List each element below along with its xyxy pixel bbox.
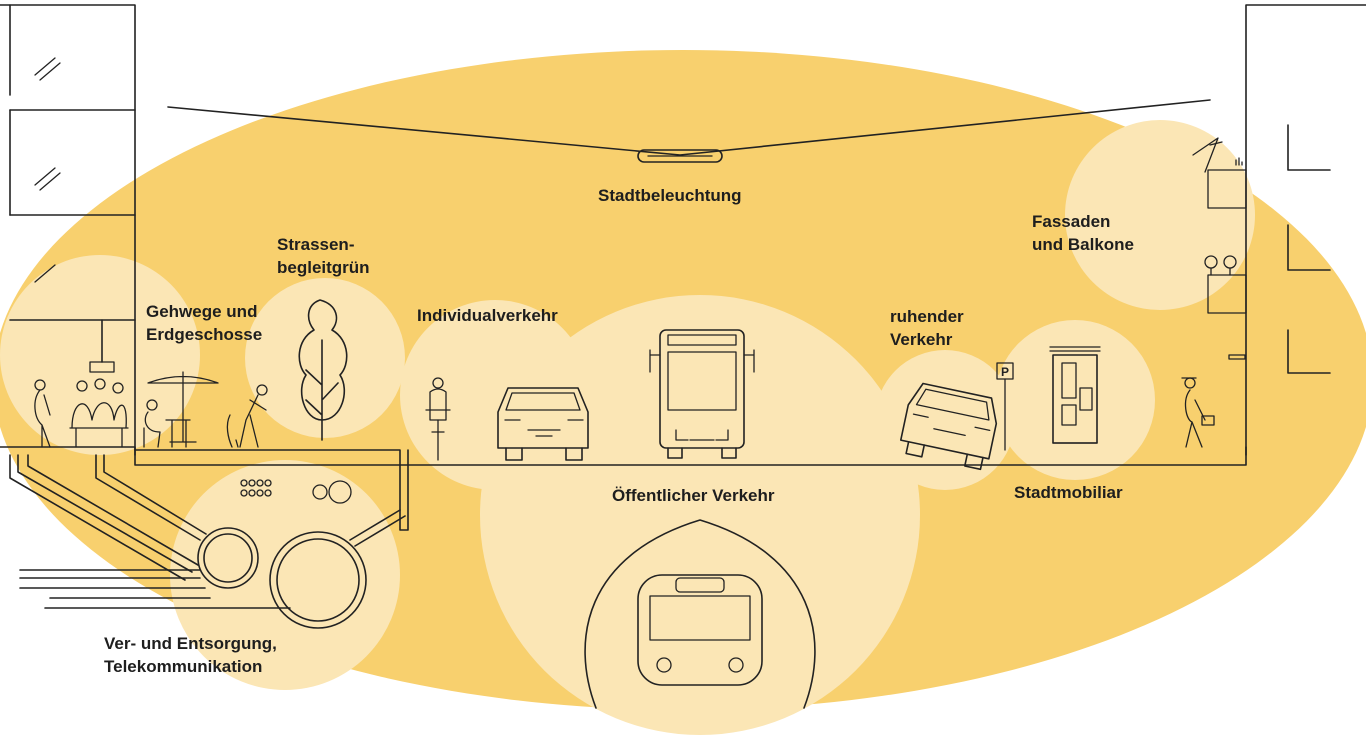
label-sidewalks-line1: Gehwege und — [146, 302, 258, 321]
tree — [298, 299, 348, 441]
kiosk — [1049, 346, 1101, 444]
sidewalk-people — [34, 371, 268, 448]
bubble-parked-traffic — [875, 350, 1015, 490]
label-sidewalks: Gehwege und Erdgeschosse — [146, 300, 262, 346]
pedestrian — [1181, 377, 1215, 448]
label-street-green-line1: Strassen- — [277, 235, 355, 254]
label-street-green-line2: begleitgrün — [277, 258, 370, 277]
car — [497, 387, 589, 461]
label-facades-line1: Fassaden — [1032, 212, 1111, 231]
bubble-public-transport — [480, 295, 920, 735]
label-parked-traffic: ruhender Verkehr — [890, 305, 964, 351]
label-public-transport: Öffentlicher Verkehr — [612, 486, 775, 505]
label-utilities-line1: Ver- und Entsorgung, — [104, 634, 277, 653]
label-parked-traffic-line2: Verkehr — [890, 330, 953, 349]
bubble-facades — [1065, 120, 1255, 310]
bubble-street-furniture — [995, 320, 1155, 480]
topic-bubbles — [0, 120, 1255, 735]
label-utilities: Ver- und Entsorgung, Telekommunikation — [104, 632, 277, 678]
metro-tunnel — [584, 519, 816, 709]
parking-sign: P — [996, 362, 1014, 451]
label-parked-traffic-line1: ruhender — [890, 307, 964, 326]
label-facades: Fassaden und Balkone — [1032, 210, 1134, 256]
label-facades-line2: und Balkone — [1032, 235, 1135, 254]
cyclist — [425, 377, 451, 461]
bubble-street-green — [245, 278, 405, 438]
bubble-utilities — [170, 460, 400, 690]
right-building — [1192, 4, 1366, 456]
parked-car — [899, 382, 998, 471]
label-utilities-line2: Telekommunikation — [104, 657, 263, 676]
parking-sign-letter: P — [1001, 365, 1009, 379]
label-street-furniture: Stadtmobiliar — [1014, 483, 1123, 502]
street-ground — [0, 446, 1247, 531]
label-sidewalks-line2: Erdgeschosse — [146, 325, 263, 344]
utilities — [9, 454, 406, 629]
left-building — [0, 4, 136, 456]
bubble-sidewalks — [0, 255, 200, 455]
street-light — [167, 99, 1211, 163]
label-street-green: Strassen- begleitgrün — [277, 233, 370, 279]
label-individual-traffic: Individualverkehr — [417, 306, 558, 325]
bus — [649, 329, 755, 459]
label-street-lighting: Stadtbeleuchtung — [598, 186, 742, 205]
